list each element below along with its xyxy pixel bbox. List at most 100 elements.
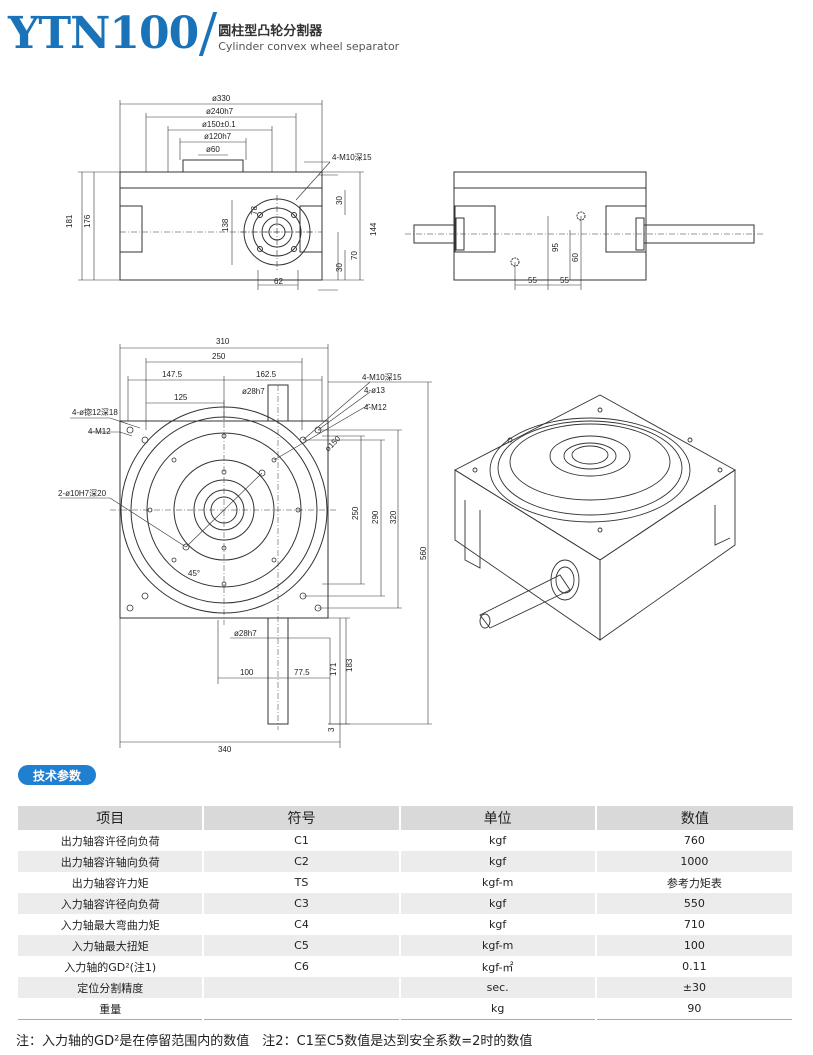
dim-h78: 78 xyxy=(250,206,259,215)
col-item: 项目 xyxy=(18,806,205,830)
cell-unit: kgf xyxy=(399,893,597,914)
cell-value: 100 xyxy=(595,935,795,956)
table-header-row: 项目 符号 单位 数值 xyxy=(18,806,793,830)
cell-unit: kg xyxy=(399,998,597,1020)
dim-h181: 181 xyxy=(65,214,74,228)
cell-symbol: TS xyxy=(203,872,401,893)
dim-m10-plan: 4-M10深15 xyxy=(362,373,402,382)
cell-item: 定位分割精度 xyxy=(18,977,205,998)
table-row: 重量 kg 90 xyxy=(18,998,795,1020)
table-row: 定位分割精度 sec. ±30 xyxy=(18,977,795,998)
dim-d330: ø330 xyxy=(212,94,231,103)
dim-w62: 62 xyxy=(274,277,283,286)
dim-w250: 250 xyxy=(212,352,226,361)
technical-drawing: ø330 ø240h7 ø150±0.1 ø120h7 ø60 4-M10深15… xyxy=(58,94,764,754)
table-row: 出力轴容许力矩 TS kgf-m 参考力矩表 xyxy=(18,872,795,893)
cell-unit: kgf xyxy=(399,914,597,935)
plan-view-labels: 310 250 147.5 162.5 125 ø28h7 4-M10深15 4… xyxy=(58,337,428,754)
dim-d60: ø60 xyxy=(206,145,220,154)
cell-symbol: C3 xyxy=(203,893,401,914)
side-elevation-view xyxy=(405,171,764,290)
dim-w340: 340 xyxy=(218,745,232,754)
col-unit: 单位 xyxy=(399,806,597,830)
dim-h138: 138 xyxy=(221,218,230,232)
cell-unit: kgf xyxy=(399,830,597,851)
cell-item: 出力轴容许轴向负荷 xyxy=(18,851,205,872)
cell-value: 0.11 xyxy=(595,956,795,977)
title-block: 圆柱型凸轮分割器 Cylinder convex wheel separator xyxy=(218,24,399,54)
cell-value: 1000 xyxy=(595,851,795,872)
footnote: 注：入力轴的GD²是在停留范围内的数值 注2：C1至C5数值是达到安全系数=2时… xyxy=(16,1034,533,1049)
cell-value: 参考力矩表 xyxy=(595,872,795,893)
dim-deg45: 45° xyxy=(188,569,200,578)
plan-view xyxy=(60,344,432,748)
dim-w100: 100 xyxy=(240,668,254,677)
dim-w310: 310 xyxy=(216,337,230,346)
cell-value: 550 xyxy=(595,893,795,914)
dim-d150: ø150 xyxy=(323,434,343,454)
model-name: YTN100 xyxy=(8,8,199,59)
dim-d13: 4-ø13 xyxy=(364,386,385,395)
dim-m10: 4-M10深15 xyxy=(332,153,372,162)
dim-h290: 290 xyxy=(371,510,380,524)
dim-h183: 183 xyxy=(345,658,354,672)
cell-symbol: C1 xyxy=(203,830,401,851)
dim-m12b: 4-M12 xyxy=(364,403,387,412)
cell-unit: kgf-㎡ xyxy=(399,956,597,977)
cell-item: 出力轴容许径向负荷 xyxy=(18,830,205,851)
cell-item: 出力轴容许力矩 xyxy=(18,872,205,893)
dim-d120: ø120h7 xyxy=(204,132,232,141)
dim-h176: 176 xyxy=(83,214,92,228)
dim-h3: 3 xyxy=(327,727,336,732)
spec-table: 项目 符号 单位 数值 出力轴容许径向负荷 C1 kgf 760 出力轴容许轴向… xyxy=(18,806,795,1020)
cell-symbol: C5 xyxy=(203,935,401,956)
dim-pin: 4-ø锪12深18 xyxy=(72,407,118,417)
table-row: 入力轴最大扭矩 C5 kgf-m 100 xyxy=(18,935,795,956)
cell-symbol xyxy=(203,977,401,998)
dim-w55a: 55 xyxy=(528,276,537,285)
cell-unit: sec. xyxy=(399,977,597,998)
title-cn: 圆柱型凸轮分割器 xyxy=(218,24,323,39)
cell-item: 入力轴容许径向负荷 xyxy=(18,893,205,914)
table-row: 入力轴容许径向负荷 C3 kgf 550 xyxy=(18,893,795,914)
cell-value: 90 xyxy=(595,998,795,1020)
dim-h320: 320 xyxy=(389,510,398,524)
title-header: YTN100 圆柱型凸轮分割器 Cylinder convex wheel se… xyxy=(8,6,399,56)
dim-h70: 70 xyxy=(350,251,359,260)
table-row: 入力轴最大弯曲力矩 C4 kgf 710 xyxy=(18,914,795,935)
cell-unit: kgf xyxy=(399,851,597,872)
dim-h30b: 30 xyxy=(335,263,344,272)
cell-symbol xyxy=(203,998,401,1020)
dim-holes: 2-ø10H7深20 xyxy=(58,489,107,498)
cell-unit: kgf-m xyxy=(399,935,597,956)
dim-w147: 147.5 xyxy=(162,370,183,379)
dim-h144: 144 xyxy=(369,222,378,236)
title-en: Cylinder convex wheel separator xyxy=(218,40,400,53)
col-value: 数值 xyxy=(595,806,793,830)
dim-h250: 250 xyxy=(351,506,360,520)
dim-h60: 60 xyxy=(571,253,580,262)
dim-w55b: 55 xyxy=(560,276,569,285)
cell-value: 710 xyxy=(595,914,795,935)
dim-d150: ø150±0.1 xyxy=(202,120,236,129)
dim-h171: 171 xyxy=(329,662,338,676)
table-row: 出力轴容许轴向负荷 C2 kgf 1000 xyxy=(18,851,795,872)
cell-value: 760 xyxy=(595,830,795,851)
cell-item: 重量 xyxy=(18,998,205,1020)
front-view-labels: ø330 ø240h7 ø150±0.1 ø120h7 ø60 4-M10深15… xyxy=(65,94,378,286)
dim-h95: 95 xyxy=(551,243,560,252)
dim-h560: 560 xyxy=(419,546,428,560)
dim-h30a: 30 xyxy=(335,196,344,205)
table-row: 入力轴的GD²(注1) C6 kgf-㎡ 0.11 xyxy=(18,956,795,977)
isometric-view xyxy=(454,394,736,641)
dim-d240: ø240h7 xyxy=(206,107,234,116)
cell-symbol: C6 xyxy=(203,956,401,977)
col-symbol: 符号 xyxy=(203,806,401,830)
front-elevation-view xyxy=(78,100,364,291)
dim-w125: 125 xyxy=(174,393,188,402)
cell-symbol: C2 xyxy=(203,851,401,872)
cell-item: 入力轴最大扭矩 xyxy=(18,935,205,956)
dim-m12: 4-M12 xyxy=(88,427,111,436)
table-row: 出力轴容许径向负荷 C1 kgf 760 xyxy=(18,830,795,851)
cell-value: ±30 xyxy=(595,977,795,998)
